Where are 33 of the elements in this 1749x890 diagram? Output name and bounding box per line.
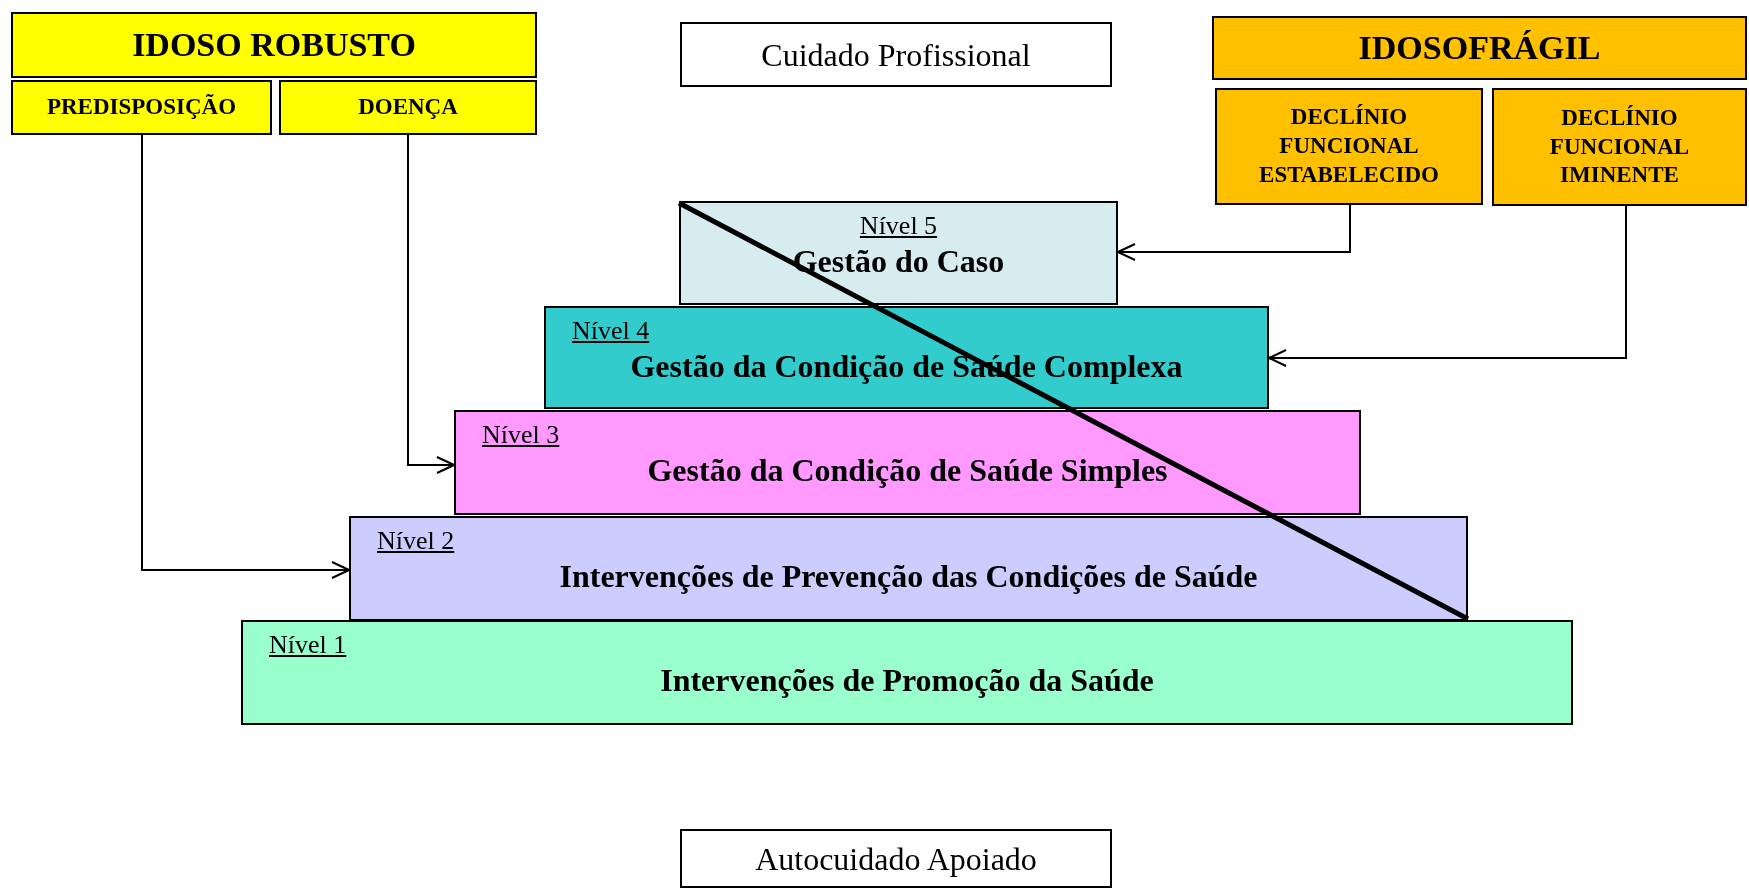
label-text: Cuidado Profissional — [761, 35, 1031, 75]
heading-text: PREDISPOSIÇÃO — [46, 93, 237, 122]
pyramid-level — [679, 201, 1118, 305]
label-box — [680, 22, 1112, 87]
pyramid-level — [241, 620, 1573, 725]
pyramid-level — [349, 516, 1468, 621]
heading-text: DOENÇA — [358, 93, 458, 122]
level-number: Nível 3 — [482, 420, 560, 450]
header-box — [1212, 16, 1747, 80]
level-title: Intervenções de Promoção da Saúde — [660, 662, 1154, 699]
pyramid-level — [544, 306, 1269, 409]
category-box — [1215, 88, 1483, 205]
label-box — [680, 829, 1112, 888]
heading-text: IDOSO ROBUSTO — [132, 24, 416, 65]
header-box — [11, 12, 537, 78]
heading-text: DECLÍNIO FUNCIONAL ESTABELECIDO — [1258, 103, 1440, 189]
level-title: Intervenções de Prevenção das Condições de Saúde — [559, 558, 1258, 595]
level-number: Nível 4 — [572, 316, 650, 346]
category-box — [11, 80, 272, 135]
level-number: Nível 1 — [269, 630, 347, 660]
arrow — [141, 134, 350, 579]
arrow — [1117, 204, 1351, 261]
heading-text: DECLÍNIO FUNCIONAL IMINENTE — [1548, 103, 1691, 190]
label-text: Autocuidado Apoiado — [755, 839, 1037, 879]
pyramid-level — [454, 410, 1361, 515]
arrow — [407, 134, 455, 474]
arrow — [1268, 205, 1627, 367]
category-box — [279, 80, 537, 135]
category-box — [1492, 88, 1747, 206]
level-title: Gestão da Condição de Saúde Simples — [647, 452, 1168, 489]
level-number: Nível 5 — [859, 211, 938, 241]
heading-text: IDOSOFRÁGIL — [1358, 27, 1601, 68]
level-number: Nível 2 — [377, 526, 455, 556]
